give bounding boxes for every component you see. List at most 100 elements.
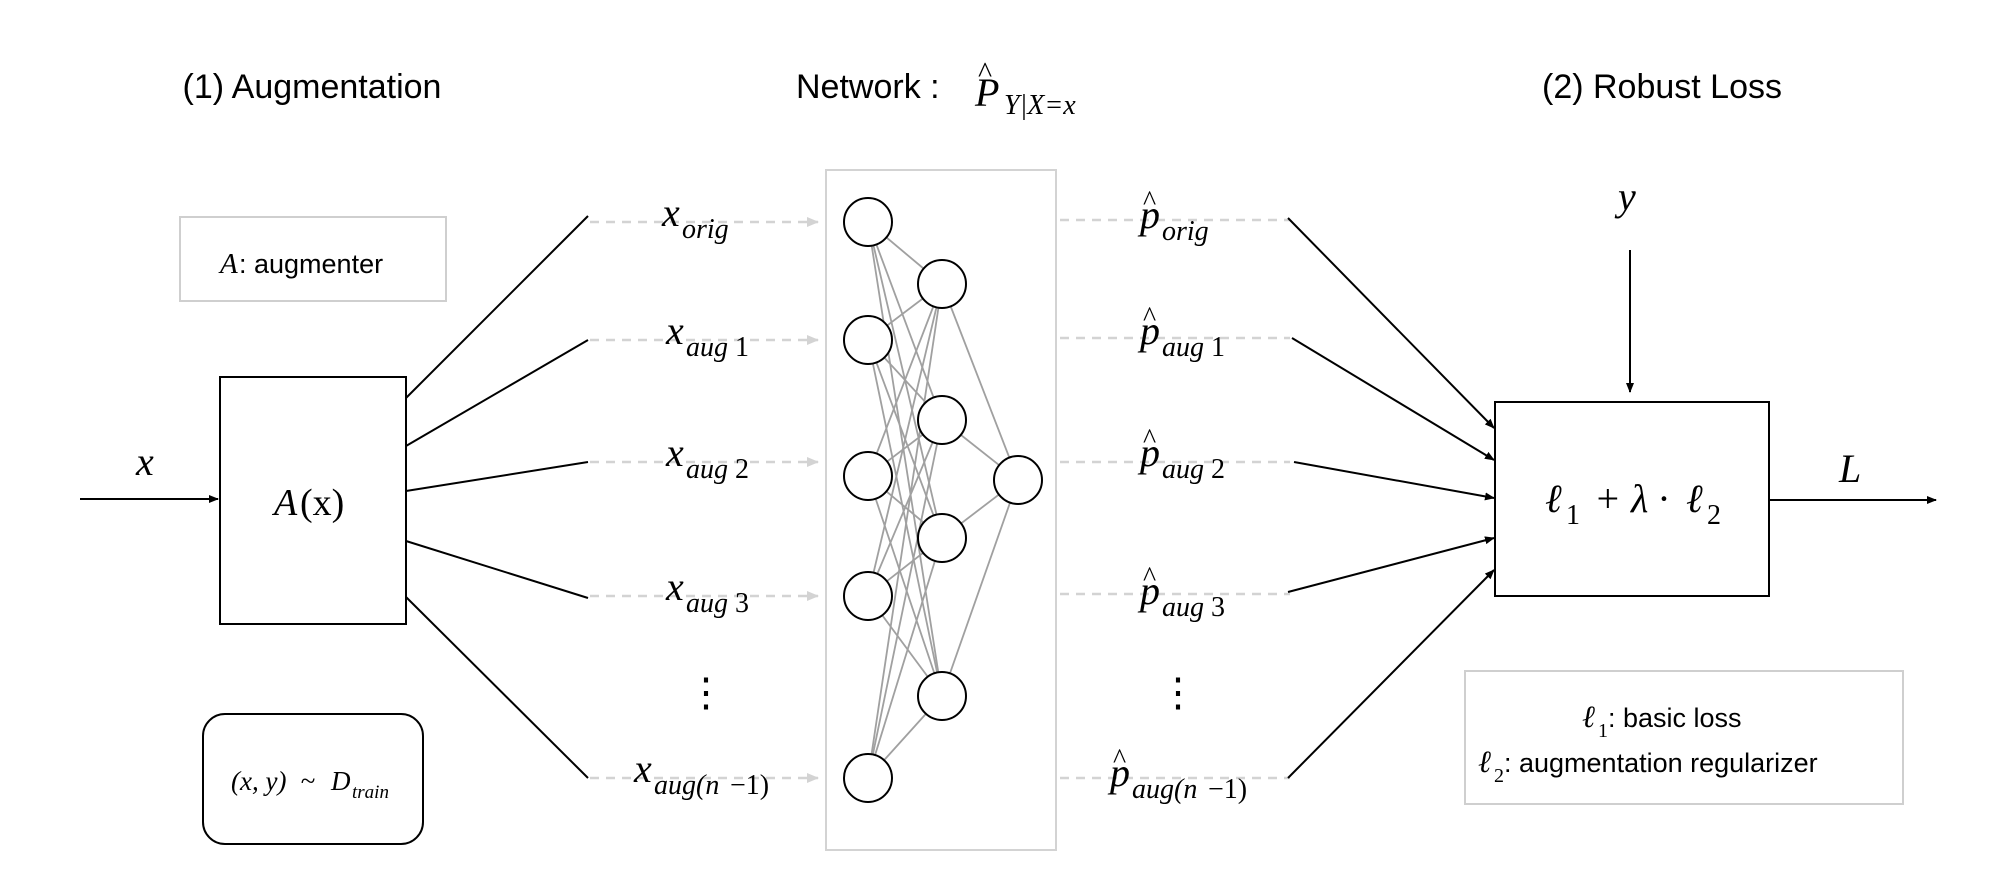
data-dist-symbol: D [330,766,351,796]
network-hidden-node [917,671,967,721]
network-edge [867,221,943,421]
loss-formula-sub1: 1 [1566,500,1580,531]
output-sub: aug [1162,454,1204,485]
output-sub: aug(n [1132,774,1197,805]
converge-arrow-orig [1287,217,1495,429]
output-hat: ^ [1143,186,1156,217]
augmenter-box-arg: (x) [300,482,344,524]
augmenter-box-symbol: A [271,482,298,524]
output-base: p [1137,308,1160,353]
output-tail: 3 [1211,592,1225,623]
network-input-node [843,315,893,365]
loss-note-box [1464,670,1904,805]
converge-arrow-augn [1287,569,1495,779]
output-ellipsis: ⋮ [1158,670,1198,715]
converge-arrow-aug3 [1287,536,1495,593]
loss-formula-op: + λ · [1584,476,1678,521]
network-edge [867,475,943,697]
output-label-orig: p ^ orig [1137,186,1209,247]
network-edge [867,283,943,477]
network-edge [867,221,943,697]
data-dist-subscript: train [352,782,389,803]
network-hidden-node [917,395,967,445]
data-distribution-box [202,713,424,845]
network-title-prefix: Network : [796,68,940,106]
output-base: p [1137,192,1160,237]
input-tail: −1) [730,770,769,801]
output-sub: orig [1162,216,1209,247]
network-hidden-node [917,513,967,563]
input-label-aug1: x aug 1 [665,308,749,363]
loss-box [1494,401,1770,597]
loss-formula-l1: ℓ [1545,476,1562,521]
input-tail: 1 [735,332,749,363]
output-label-aug1: p ^ aug 1 [1137,302,1225,363]
network-edge [867,537,943,779]
output-tail: 1 [1211,332,1225,363]
output-label-aug2: p ^ aug 2 [1137,424,1225,485]
fanout-line-aug3 [405,540,589,599]
output-base: p [1107,750,1130,795]
network-title-hat: ^ [978,56,992,89]
output-sub: aug [1162,592,1204,623]
data-dist-op: ~ [294,766,322,796]
data-dist-lhs: (x, y) [231,766,286,796]
robust-loss-title: (2) Robust Loss [1542,68,1782,106]
loss-note-l2-sub: 2 [1494,765,1504,787]
output-tail: 2 [1211,454,1225,485]
output-hat: ^ [1143,302,1156,333]
network-input-node [843,753,893,803]
data-distribution-label: (x, y) ~ D train [231,766,389,803]
output-label-aug3: p ^ aug 3 [1137,562,1225,623]
input-ellipsis: ⋮ [686,670,726,715]
loss-note-line1: ℓ 1 : basic loss [1582,699,1742,742]
loss-note-line2: ℓ 2 : augmentation regularizer [1478,744,1818,787]
input-sub: aug [686,588,728,619]
network-edge [867,283,943,779]
output-hat: ^ [1113,744,1126,775]
input-base: x [665,308,684,353]
target-y-label: y [1614,174,1636,219]
input-base: x [665,564,684,609]
output-tail: −1) [1208,774,1247,805]
output-sub: aug [1162,332,1204,363]
output-base: p [1137,430,1160,475]
output-L-label: L [1838,446,1861,491]
output-base: p [1137,568,1160,613]
network-title-subscript: Y|X=x [1004,90,1076,121]
network-title-symbol: P [974,70,999,115]
input-label-orig: x orig [661,190,729,245]
loss-note-l1-sub: 1 [1598,720,1608,742]
loss-note-l1-symbol: ℓ [1582,699,1595,734]
network-edge [941,479,1019,697]
input-sub: aug [686,332,728,363]
converge-arrow-aug2 [1293,461,1495,501]
network-nodes [843,197,1043,803]
network-title: Network : P ^ Y|X=x [796,56,1076,121]
input-base: x [665,430,684,475]
input-label-augn: x aug(n −1) [633,746,769,801]
converge-arrow-aug1 [1291,337,1495,461]
augmenter-note-symbol: A [218,248,238,280]
input-sub: aug(n [654,770,719,801]
loss-formula: ℓ 1 + λ · ℓ 2 [1545,476,1721,531]
loss-formula-sub2: 2 [1707,500,1721,531]
network-edge [867,283,943,597]
augmenter-note: A : augmenter [218,248,383,280]
fanout-line-orig [405,215,589,399]
loss-note-l1-text: : basic loss [1608,703,1742,733]
network-connections [867,221,1019,779]
input-sub: aug [686,454,728,485]
network-edge [867,339,943,697]
augmenter-box [219,376,407,625]
loss-note-l2-symbol: ℓ [1478,744,1491,779]
output-label-augn: p ^ aug(n −1) [1107,744,1247,805]
network-input-node [843,571,893,621]
output-hat: ^ [1143,562,1156,593]
augmenter-note-text: : augmenter [239,249,383,279]
input-label-aug2: x aug 2 [665,430,749,485]
input-label-aug3: x aug 3 [665,564,749,619]
network-output-node [993,455,1043,505]
network-input-node [843,197,893,247]
fanout-line-aug1 [405,339,589,447]
